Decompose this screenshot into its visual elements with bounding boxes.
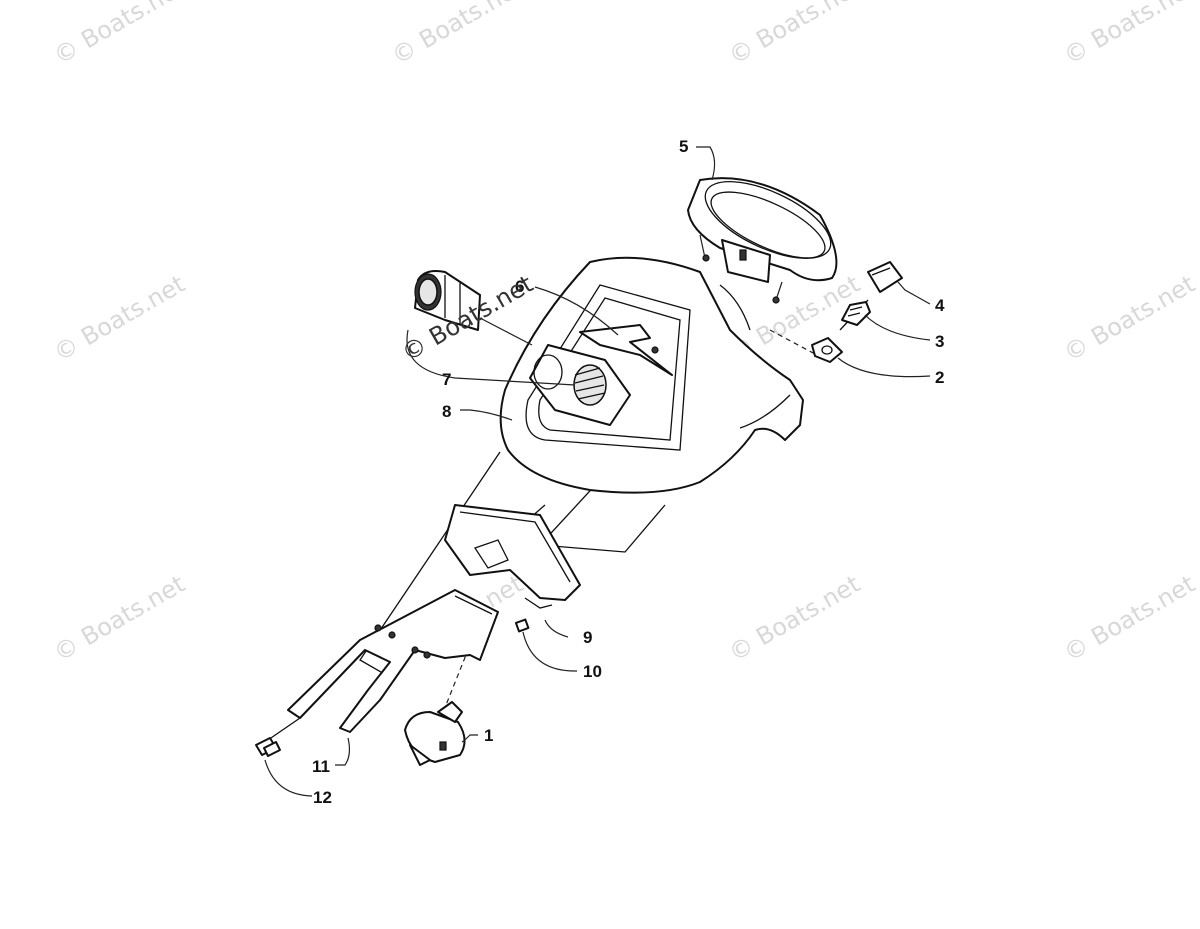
clip — [514, 618, 530, 633]
mounting-bracket — [287, 589, 499, 733]
callout-1: 1 — [484, 726, 493, 745]
watermark-text: © Boats.net — [49, 270, 190, 367]
assembly-line — [538, 479, 666, 553]
key-fob — [867, 261, 903, 293]
callout-9: 9 — [583, 628, 592, 647]
watermark-text: © Boats.net — [1059, 570, 1200, 667]
callout-12: 12 — [313, 788, 332, 807]
assembly-line — [267, 717, 301, 741]
callout-10: 10 — [583, 662, 602, 681]
watermark-text: © Boats.net — [1059, 0, 1200, 70]
watermark-text: © Boats.net — [724, 0, 865, 70]
callout-8: 8 — [442, 402, 451, 421]
ignition-key — [841, 301, 871, 326]
callout-2: 2 — [935, 368, 944, 387]
gauge — [687, 177, 838, 304]
push-rivet — [255, 737, 281, 757]
bezel-nut — [811, 337, 843, 363]
bracket-tray — [444, 504, 581, 609]
callout-7: 7 — [442, 370, 451, 389]
callouts: 1 2 3 4 5 6 7 8 9 10 11 12 — [312, 137, 945, 807]
watermark-text: © Boats.net — [387, 0, 528, 70]
callout-6: 6 — [515, 277, 524, 296]
callout-3: 3 — [935, 332, 944, 351]
watermark-text: © Boats.net — [49, 570, 190, 667]
watermark-text: © Boats.net — [49, 0, 190, 70]
callout-5: 5 — [679, 137, 688, 156]
outlet-nut — [529, 344, 631, 426]
callout-11: 11 — [312, 757, 330, 776]
dash-housing — [499, 256, 804, 494]
watermark-text: © Boats.net — [1059, 270, 1200, 367]
watermark-text: © Boats.net — [724, 570, 865, 667]
leader-lines — [264, 146, 931, 797]
callout-4: 4 — [935, 296, 945, 315]
switch — [404, 701, 466, 766]
power-socket — [414, 270, 533, 346]
